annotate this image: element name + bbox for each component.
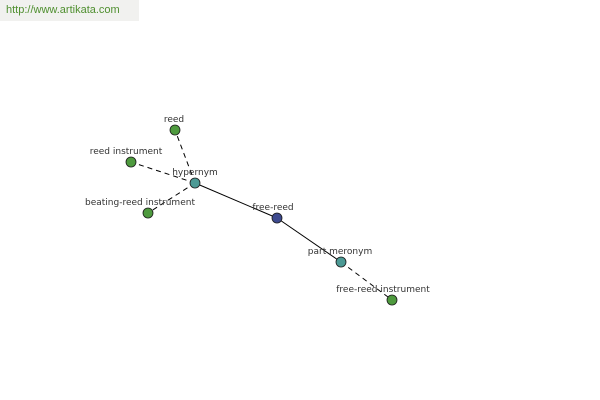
edge-free-reed-to-hypernym <box>194 182 278 219</box>
edge-hypernym-to-reed-instrument <box>130 161 196 184</box>
edge-free-reed-to-part-meronym <box>276 217 342 263</box>
edges-layer <box>130 129 393 301</box>
edge-part-meronym-to-free-reed-instrument <box>340 261 393 301</box>
node-free-reed[interactable] <box>271 212 283 224</box>
node-reed[interactable] <box>169 124 181 136</box>
node-label-reed[interactable]: reed <box>164 115 184 125</box>
node-label-hypernym[interactable]: hypernym <box>172 168 218 178</box>
site-banner: http://www.artikata.com <box>0 0 139 21</box>
node-label-reed-instrument[interactable]: reed instrument <box>90 147 163 157</box>
node-label-part-meronym[interactable]: part meronym <box>308 247 372 257</box>
node-part-meronym[interactable] <box>335 256 347 268</box>
site-url-link[interactable]: http://www.artikata.com <box>6 4 120 16</box>
node-hypernym[interactable] <box>189 177 201 189</box>
node-label-free-reed-instrument[interactable]: free-reed instrument <box>336 285 430 295</box>
nodes-layer <box>125 124 398 306</box>
node-label-free-reed[interactable]: free-reed <box>252 203 293 213</box>
edge-hypernym-to-reed <box>174 129 196 184</box>
node-beating-reed-instrument[interactable] <box>142 207 154 219</box>
edge-hypernym-to-beating-reed-instrument <box>147 182 196 214</box>
node-free-reed-instrument[interactable] <box>386 294 398 306</box>
node-label-beating-reed-instrument[interactable]: beating-reed instrument <box>85 198 195 208</box>
labels-layer: free-reed hypernym part meronym reed reed in… <box>85 115 430 295</box>
node-reed-instrument[interactable] <box>125 156 137 168</box>
